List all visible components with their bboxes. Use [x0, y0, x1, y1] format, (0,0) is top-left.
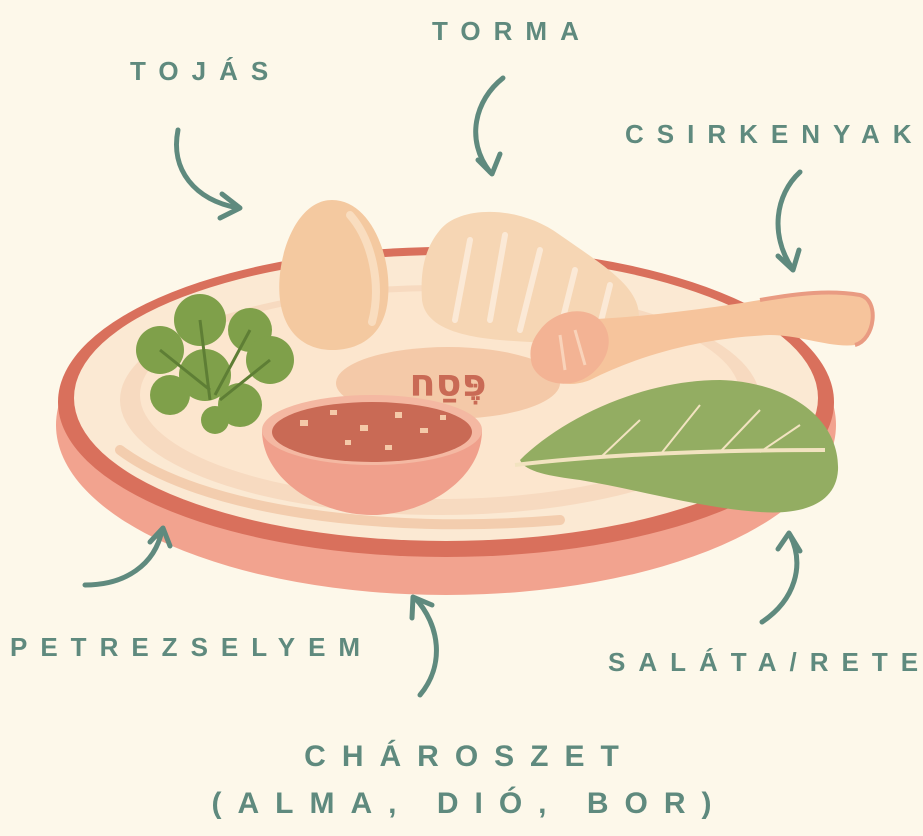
egg-arrow	[177, 130, 240, 218]
plate-inscription-text: פֶּסַח	[410, 361, 487, 405]
label-parsley: PETREZSELYEM	[10, 634, 373, 660]
chicken-neck-arrow	[778, 172, 800, 270]
horseradish-arrow	[476, 78, 503, 174]
lettuce-arrow	[762, 533, 800, 622]
label-charoset-ingredients: (ALMA, DIÓ, BOR)	[0, 789, 923, 819]
label-charoset: CHÁROSZET	[0, 742, 923, 772]
label-egg: TOJÁS	[130, 58, 281, 84]
charoset-arrow	[412, 597, 436, 695]
label-chicken-neck: CSIRKENYAK	[625, 121, 923, 147]
parsley-arrow	[85, 528, 170, 585]
label-horseradish: TORMA	[432, 18, 592, 44]
egg-illustration	[279, 200, 388, 350]
label-lettuce: SALÁTA/RETEK	[608, 649, 923, 675]
